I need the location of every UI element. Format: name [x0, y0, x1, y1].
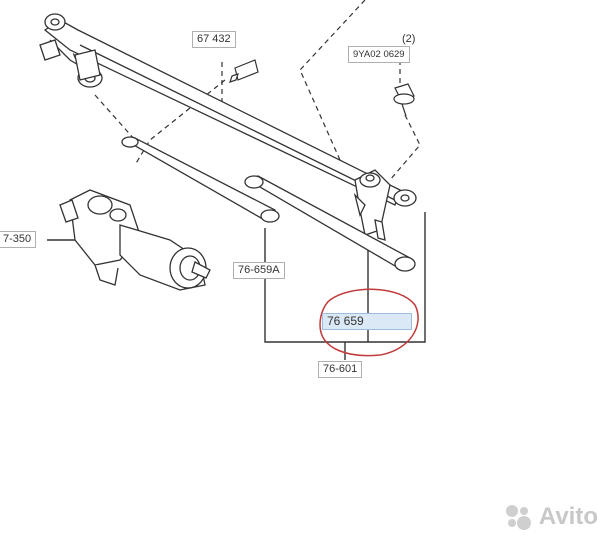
- wiper-motor: [59, 189, 211, 291]
- watermark: Avito: [503, 502, 598, 532]
- leader-lines-dashed: [59, 0, 421, 181]
- wiper-pivot-right: [353, 169, 417, 236]
- watermark-text: Avito: [538, 503, 598, 530]
- link-rods: [121, 136, 416, 272]
- highlight-circle: [319, 288, 419, 357]
- part-label-9ya020629: 9YA02 0629: [348, 46, 410, 63]
- part-label-76659a: 76-659A: [233, 262, 285, 279]
- part-label-7350: 7-350: [0, 231, 37, 248]
- wiper-linkage-main: [39, 13, 401, 206]
- part-label-76601: 76-601: [318, 361, 363, 378]
- avito-logo-icon: [505, 505, 531, 530]
- quantity-note: (2): [402, 33, 416, 45]
- part-label-76659-highlighted: 76 659: [322, 313, 412, 330]
- part-label-67432: 67 432: [192, 31, 236, 48]
- bolt-shapes: [229, 59, 415, 117]
